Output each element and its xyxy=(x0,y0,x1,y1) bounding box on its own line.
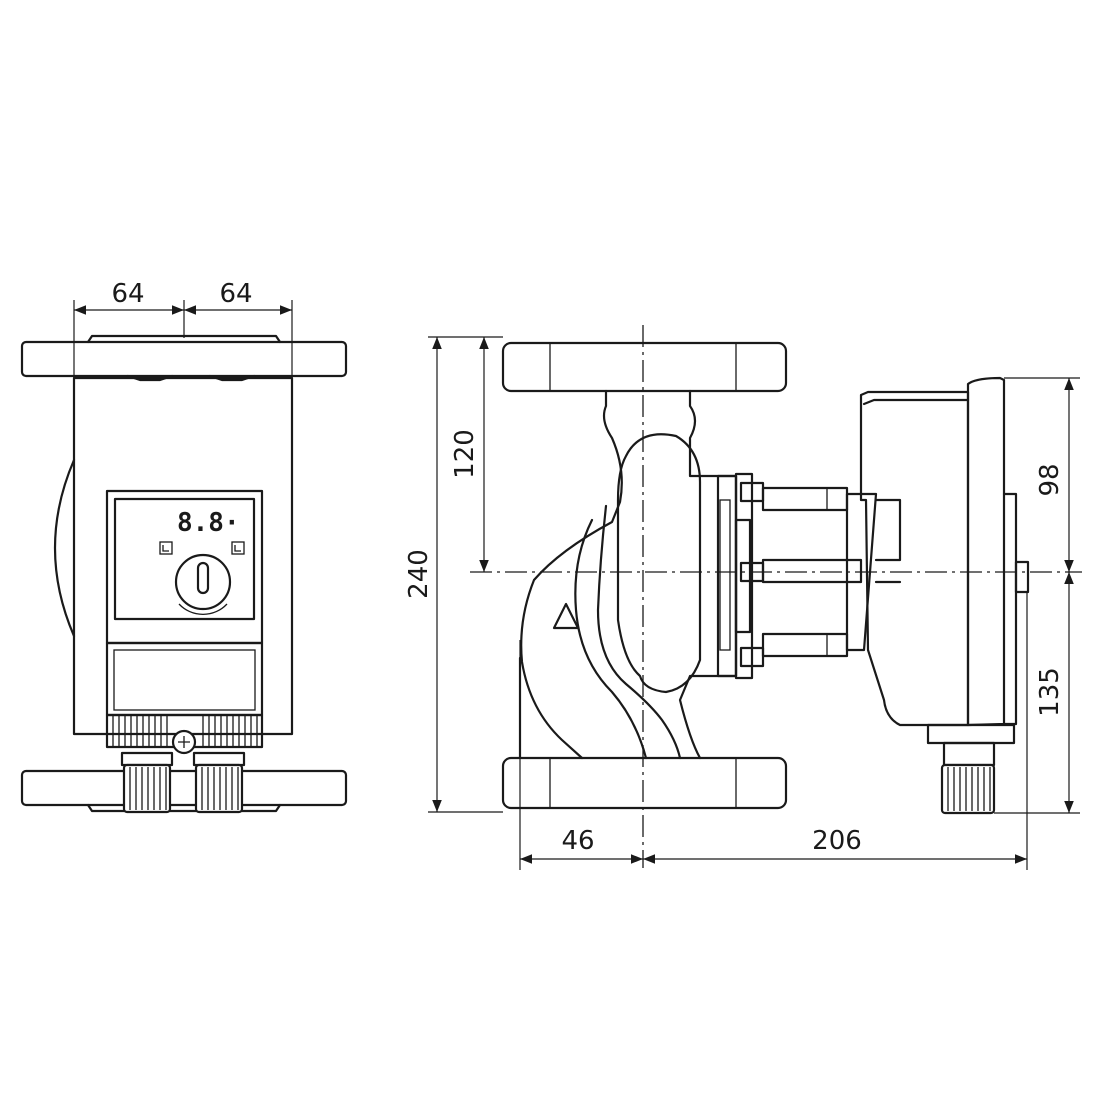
side-view: 240 120 98 135 46 206 xyxy=(404,325,1082,870)
front-view: 8.8· 64 64 xyxy=(20,279,348,814)
mode-icon-left xyxy=(159,541,173,555)
control-panel xyxy=(113,497,256,621)
inlet-channel xyxy=(596,504,682,760)
dim-label-top-to-axis: 120 xyxy=(450,429,480,479)
motor-housing xyxy=(859,390,970,727)
flange-bolts xyxy=(734,481,765,668)
bottom-flange xyxy=(20,769,348,807)
head-side-rail xyxy=(1002,492,1018,726)
dim-label-axis-to-bottom: 135 xyxy=(1035,667,1065,717)
side-terminal-box xyxy=(926,723,1016,745)
inlet-channel-inner xyxy=(574,518,648,760)
impeller-chamber xyxy=(616,433,702,694)
dim-label-right-half: 64 xyxy=(219,279,252,309)
terminal-box xyxy=(105,641,264,717)
dim-label-overall-height: 240 xyxy=(404,549,434,599)
mode-icon-right xyxy=(231,541,245,555)
knob-indicator xyxy=(196,561,210,595)
volute-casing-left xyxy=(518,389,623,760)
side-cable-gland xyxy=(940,763,996,815)
side-cable-gland-nut xyxy=(942,741,996,767)
dim-label-inlet-offset: 46 xyxy=(561,826,594,856)
top-flange xyxy=(20,340,348,378)
head-plug xyxy=(1014,560,1030,594)
flow-direction-icon xyxy=(552,602,580,630)
cable-gland-left xyxy=(122,763,172,814)
side-top-flange xyxy=(501,341,788,393)
dim-label-axis-to-head-top: 98 xyxy=(1035,463,1065,496)
control-knob[interactable] xyxy=(174,553,232,611)
dim-label-left-half: 64 xyxy=(111,279,144,309)
electronics-head xyxy=(966,376,1006,727)
cable-gland-left-nut xyxy=(120,751,174,767)
dim-label-axis-to-head-end: 206 xyxy=(812,826,862,856)
side-bottom-flange xyxy=(501,756,788,810)
knob-scale xyxy=(178,603,228,615)
display-readout: 8.8· xyxy=(177,508,240,538)
cable-gland-right xyxy=(194,763,244,814)
motor-flange-plate xyxy=(716,474,738,678)
bottom-flange-rim xyxy=(86,803,282,813)
motor-neck xyxy=(845,492,878,652)
motor-bulge xyxy=(53,458,76,638)
cable-gland-right-nut xyxy=(192,751,246,767)
